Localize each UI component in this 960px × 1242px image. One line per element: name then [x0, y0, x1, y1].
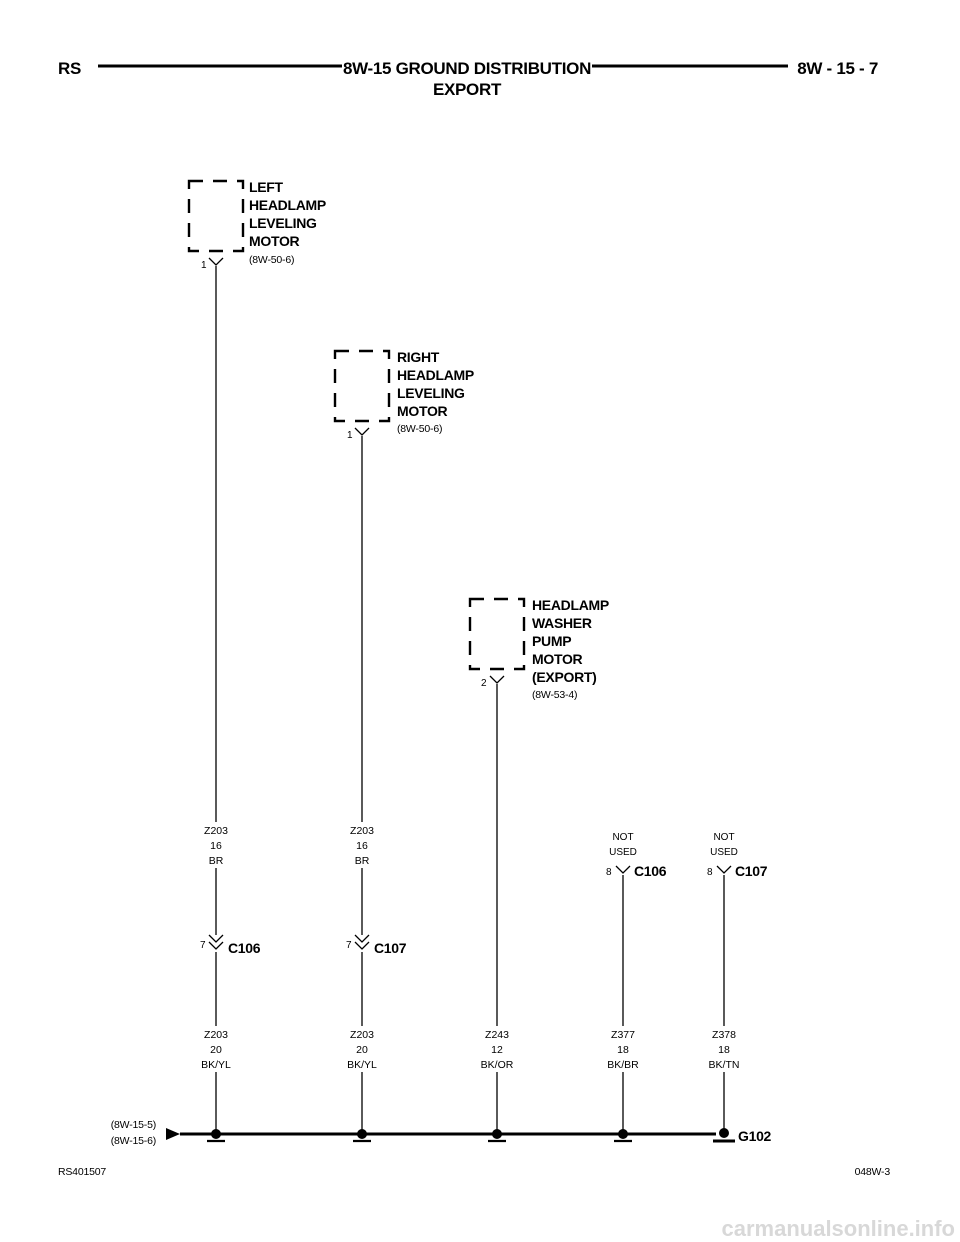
connector-symbol: [354, 934, 370, 943]
component-label-line: WASHER: [532, 615, 592, 631]
wire-circuit: Z243: [485, 1029, 509, 1041]
connector-note: NOT: [713, 832, 734, 843]
wire-color: BK/YL: [201, 1059, 231, 1071]
component-label-line: MOTOR: [532, 651, 583, 667]
component-label-line: LEFT: [249, 179, 284, 195]
wire-label-upper-left: Z203 16 BR: [204, 825, 228, 867]
component-headlamp-washer-pump-motor: HEADLAMP WASHER PUMP MOTOR (EXPORT) (8W-…: [468, 597, 609, 701]
connector-note: NOT: [612, 832, 633, 843]
splice-dot: [211, 1129, 221, 1139]
component-label-line: HEADLAMP: [532, 597, 609, 613]
wire-color: BK/BR: [607, 1059, 639, 1071]
continuation-arrow-icon: [166, 1128, 180, 1140]
wire-circuit: Z203: [350, 1029, 374, 1041]
header-title: 8W-15 GROUND DISTRIBUTION: [343, 59, 591, 78]
component-left-headlamp-leveling-motor: LEFT HEADLAMP LEVELING MOTOR (8W-50-6) 1: [187, 179, 326, 271]
pin-number: 1: [347, 430, 353, 441]
component-label-line: MOTOR: [249, 233, 300, 249]
component-label-line: MOTOR: [397, 403, 448, 419]
ground-reference: (8W-15-5): [111, 1119, 156, 1131]
connector-name: C107: [735, 863, 768, 879]
wire-gauge: 18: [718, 1044, 730, 1056]
ground-bus: (8W-15-5) (8W-15-6) G102: [111, 1119, 772, 1147]
wire-color: BK/OR: [481, 1059, 514, 1071]
connector-symbol: [208, 941, 224, 950]
component-label-line: (EXPORT): [532, 669, 597, 685]
wire-gauge: 12: [491, 1044, 503, 1056]
wire-circuit: Z378: [712, 1029, 736, 1041]
component-label-line: HEADLAMP: [397, 367, 474, 383]
header-page-number: 8W - 15 - 7: [797, 59, 878, 78]
wire-gauge: 18: [617, 1044, 629, 1056]
watermark: carmanualsonline.info: [722, 1216, 956, 1241]
component-box-dashed: [187, 179, 245, 253]
splice-dot: [492, 1129, 502, 1139]
ground-terminal-icon: [719, 1128, 729, 1138]
component-box-dashed: [333, 349, 391, 423]
wire-gauge: 16: [210, 840, 222, 852]
component-label-line: LEVELING: [397, 385, 465, 401]
wire-label-upper-right: Z203 16 BR: [350, 825, 374, 867]
connector-symbol: [716, 865, 732, 874]
wire-gauge: 20: [210, 1044, 222, 1056]
header-left: RS: [58, 59, 81, 78]
pin-connector-symbol: [208, 257, 224, 266]
ground-name: G102: [738, 1128, 772, 1144]
wire-color: BK/YL: [347, 1059, 377, 1071]
wire-color: BK/TN: [709, 1059, 740, 1071]
connector-name: C106: [634, 863, 667, 879]
connector-note: USED: [710, 847, 738, 858]
connector-pin: 7: [200, 940, 206, 951]
connector-name: C107: [374, 940, 407, 956]
wire-circuit: Z203: [204, 825, 228, 837]
pin-connector-symbol: [354, 427, 370, 436]
wire-color: BR: [355, 855, 370, 867]
pin-number: 1: [201, 260, 207, 271]
component-label-line: LEVELING: [249, 215, 317, 231]
component-box-dashed: [468, 597, 526, 671]
connector-note: USED: [609, 847, 637, 858]
connector-c106-pin7: 7 C106: [200, 934, 261, 956]
connector-symbol: [354, 941, 370, 950]
connector-symbol: [208, 934, 224, 943]
component-label-line: PUMP: [532, 633, 571, 649]
component-right-headlamp-leveling-motor: RIGHT HEADLAMP LEVELING MOTOR (8W-50-6) …: [333, 349, 474, 441]
component-reference: (8W-50-6): [397, 423, 442, 435]
component-label-line: HEADLAMP: [249, 197, 326, 213]
ground-reference: (8W-15-6): [111, 1135, 156, 1147]
connector-c106-pin8: NOT USED 8 C106: [606, 832, 667, 879]
connector-pin: 7: [346, 940, 352, 951]
wire-circuit: Z203: [204, 1029, 228, 1041]
footer-right-code: 048W-3: [855, 1166, 891, 1178]
wire-circuit: Z203: [350, 825, 374, 837]
connector-c107-pin7: 7 C107: [346, 934, 407, 956]
wire-circuit: Z377: [611, 1029, 635, 1041]
connector-symbol: [615, 865, 631, 874]
connector-pin: 8: [606, 867, 612, 878]
pin-number: 2: [481, 678, 487, 689]
wire-color: BR: [209, 855, 224, 867]
connector-name: C106: [228, 940, 261, 956]
component-label-line: RIGHT: [397, 349, 440, 365]
connector-c107-pin8: NOT USED 8 C107: [707, 832, 768, 879]
header-subtitle: EXPORT: [433, 80, 502, 99]
footer-left-code: RS401507: [58, 1166, 106, 1178]
splice-dot: [618, 1129, 628, 1139]
pin-connector-symbol: [489, 675, 505, 684]
wire-gauge: 20: [356, 1044, 368, 1056]
component-reference: (8W-50-6): [249, 254, 294, 266]
connector-pin: 8: [707, 867, 713, 878]
wire-label-lower: Z203 20 BK/YL Z203 20 BK/YL Z243 12 BK/O…: [201, 1029, 739, 1071]
wire-gauge: 16: [356, 840, 368, 852]
splice-dot: [357, 1129, 367, 1139]
component-reference: (8W-53-4): [532, 689, 577, 701]
